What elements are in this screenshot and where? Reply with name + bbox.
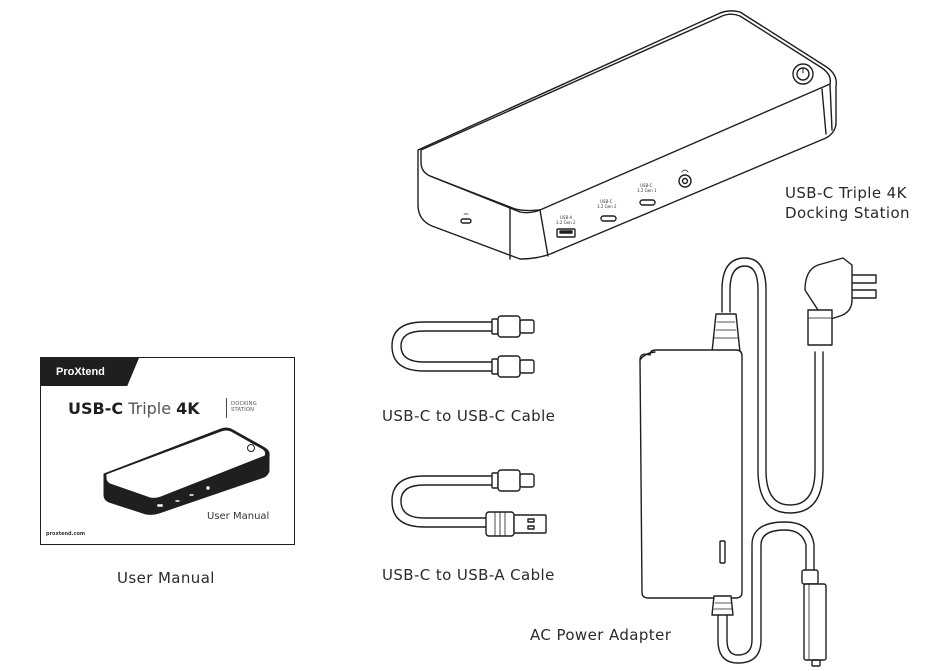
manual-subtitle: DOCKING STATION <box>231 401 257 413</box>
usbc-to-usba-cable-illustration <box>391 469 547 537</box>
docking-station-caption-line1: USB-C Triple 4K <box>785 184 907 202</box>
ac-power-adapter-illustration <box>639 257 877 667</box>
manual-title-triple: Triple <box>128 399 172 418</box>
docking-station-illustration <box>417 10 837 260</box>
dock-usbc-port-1-icon <box>600 215 617 222</box>
user-manual-booklet: ProXtend USB-C Triple 4K DOCKING STATION… <box>40 357 295 545</box>
brand-logo: ProXtend <box>41 358 139 386</box>
manual-cover-text: User Manual <box>207 511 270 522</box>
usbc-to-usbc-cable-illustration <box>391 315 535 378</box>
dock-usbc-port-2-icon <box>639 199 656 206</box>
dock-side-usbc-port-icon <box>460 213 472 224</box>
manual-subtitle-line2: STATION <box>231 407 255 413</box>
usbc-usba-cable-caption: USB-C to USB-A Cable <box>382 566 555 584</box>
ac-adapter-caption: AC Power Adapter <box>530 626 672 644</box>
user-manual-caption: User Manual <box>117 569 215 587</box>
manual-dock-illustration <box>103 427 270 515</box>
usbc-usbc-cable-caption: USB-C to USB-C Cable <box>382 407 556 425</box>
manual-title-divider <box>226 398 228 418</box>
docking-station-caption-line2: Docking Station <box>785 204 910 222</box>
dock-usba-port-icon <box>556 228 576 238</box>
docking-station-caption: USB-C Triple 4K Docking Station <box>785 183 910 223</box>
manual-title-4k: 4K <box>176 399 200 418</box>
power-button-icon <box>792 63 814 85</box>
manual-title-usbc: USB-C <box>68 399 124 418</box>
manual-title: USB-C Triple 4K <box>68 399 200 418</box>
manual-subtitle-line1: DOCKING <box>231 401 257 407</box>
manual-website: proxtend.com <box>46 531 86 537</box>
dock-audio-jack-icon <box>678 169 692 188</box>
